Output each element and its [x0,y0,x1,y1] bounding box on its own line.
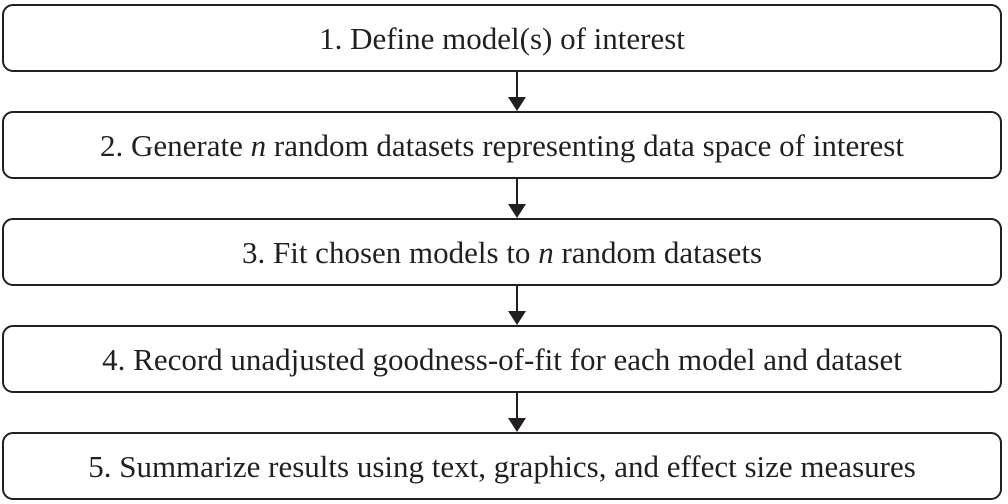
variable-n: n [250,127,267,163]
step-label: 5. Summarize results using text, graphic… [88,448,916,484]
step-label: 3. Fit chosen models to n random dataset… [241,234,763,270]
down-arrow-icon [505,286,529,325]
down-arrow-icon [505,72,529,111]
step-box-define-models: 1. Define model(s) of interest [2,4,1002,72]
arrow-head [508,97,526,111]
arrow-shaft [515,179,519,205]
down-arrow-icon [505,393,529,432]
step-box-record-fit: 4. Record unadjusted goodness-of-fit for… [2,325,1002,393]
arrow-shaft [515,72,519,98]
step-box-fit-models: 3. Fit chosen models to n random dataset… [2,218,1002,286]
arrow-shaft [515,393,519,419]
arrow-head [508,311,526,325]
step-box-summarize-results: 5. Summarize results using text, graphic… [2,432,1002,500]
arrow-head [508,418,526,432]
arrow-shaft [515,286,519,312]
step-label: 1. Define model(s) of interest [319,20,685,56]
variable-n: n [538,234,554,270]
arrow-head [508,204,526,218]
step-label: 2. Generate n random datasets representi… [100,127,904,163]
down-arrow-icon [505,179,529,218]
step-box-generate-datasets: 2. Generate n random datasets representi… [2,111,1002,179]
step-label: 4. Record unadjusted goodness-of-fit for… [102,341,902,377]
